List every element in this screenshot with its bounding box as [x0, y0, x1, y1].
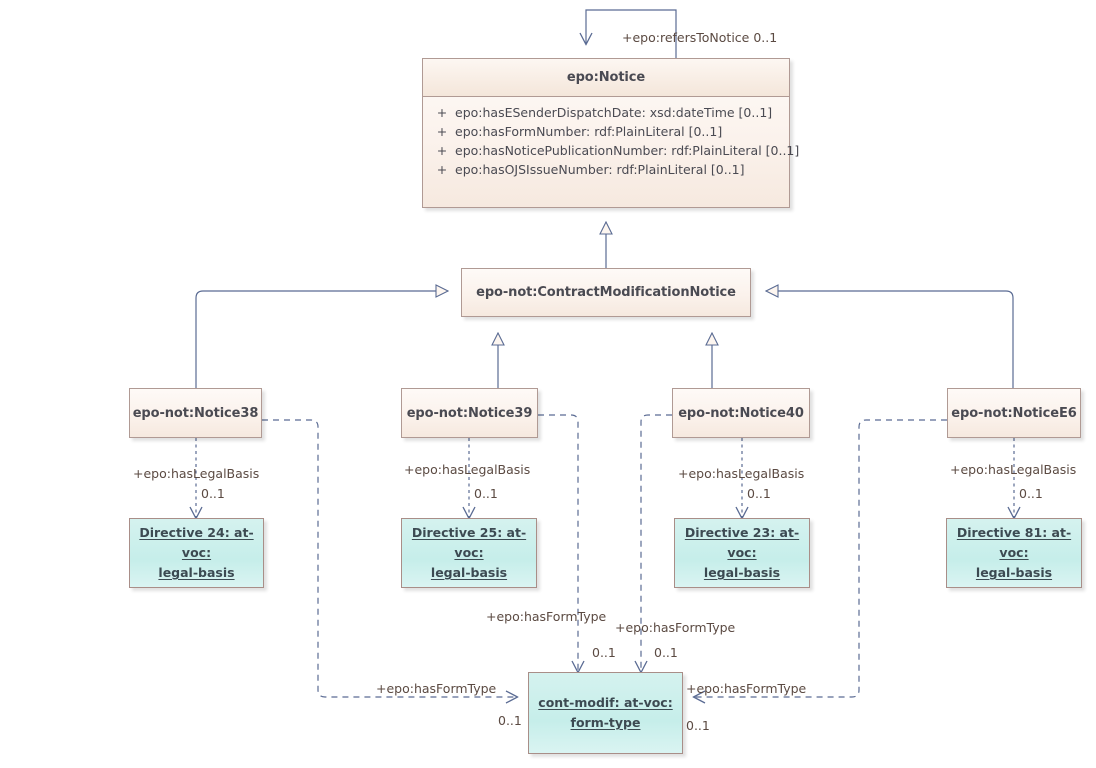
- vocabulary-line2: legal-basis: [703, 565, 781, 580]
- vocabulary-form-type-label: cont-modif: at-voc: form-type: [532, 693, 678, 733]
- attribute-row: + epo:hasESenderDispatchDate: xsd:dateTi…: [423, 103, 789, 122]
- edge-generalization-noticeE6: [766, 291, 1014, 388]
- vocabulary-line2: legal-basis: [158, 565, 235, 580]
- attribute-text: epo:hasFormNumber: rdf:PlainLiteral [0..…: [455, 124, 723, 139]
- vocabulary-line1: Directive 24: at-voc:: [139, 525, 254, 560]
- class-notice40[interactable]: epo-not:Notice40: [672, 388, 810, 438]
- multiplicity-legal-basis-E6: 0..1: [1019, 486, 1043, 501]
- vocabulary-form-type[interactable]: cont-modif: at-voc: form-type: [528, 672, 683, 754]
- attribute-text: epo:hasOJSIssueNumber: rdf:PlainLiteral …: [455, 162, 745, 177]
- vocabulary-line1: Directive 81: at-voc:: [956, 525, 1072, 560]
- attribute-row: + epo:hasFormNumber: rdf:PlainLiteral [0…: [423, 122, 789, 141]
- vocabulary-line1: cont-modif: at-voc:: [538, 695, 673, 710]
- class-contract-modification-notice[interactable]: epo-not:ContractModificationNotice: [461, 268, 751, 317]
- class-notice39-title: epo-not:Notice39: [406, 405, 533, 421]
- attribute-row: + epo:hasNoticePublicationNumber: rdf:Pl…: [423, 141, 800, 160]
- label-refers-to-notice: +epo:refersToNotice 0..1: [622, 30, 778, 45]
- class-noticeE6[interactable]: epo-not:NoticeE6: [947, 388, 1081, 438]
- attribute-visibility: +: [436, 105, 448, 120]
- attribute-visibility: +: [436, 143, 448, 158]
- label-form-type-40: +epo:hasFormType: [615, 620, 736, 635]
- vocabulary-line1: Directive 25: at-voc:: [411, 525, 527, 560]
- label-legal-basis-38: +epo:hasLegalBasis: [133, 466, 260, 481]
- label-form-type-38: +epo:hasFormType: [376, 681, 497, 696]
- vocabulary-directive81[interactable]: Directive 81: at-voc: legal-basis: [946, 518, 1082, 588]
- class-notice38[interactable]: epo-not:Notice38: [129, 388, 262, 438]
- vocabulary-directive23-label: Directive 23: at-voc: legal-basis: [675, 523, 809, 583]
- class-contract-modification-notice-title: epo-not:ContractModificationNotice: [476, 285, 736, 300]
- label-legal-basis-40: +epo:hasLegalBasis: [678, 466, 805, 481]
- label-form-type-39: +epo:hasFormType: [486, 609, 607, 624]
- class-notice39[interactable]: epo-not:Notice39: [401, 388, 538, 438]
- multiplicity-form-type-E6: 0..1: [686, 718, 710, 733]
- class-epo-notice-title: epo:Notice: [423, 59, 789, 97]
- multiplicity-form-type-38: 0..1: [498, 713, 522, 728]
- edge-form-type-39: [538, 414, 578, 672]
- attribute-visibility: +: [436, 162, 448, 177]
- class-notice38-title: epo-not:Notice38: [132, 405, 259, 421]
- multiplicity-legal-basis-40: 0..1: [747, 486, 771, 501]
- class-notice40-title: epo-not:Notice40: [678, 405, 804, 421]
- vocabulary-directive23[interactable]: Directive 23: at-voc: legal-basis: [674, 518, 810, 588]
- multiplicity-form-type-40: 0..1: [654, 645, 678, 660]
- vocabulary-directive25-label: Directive 25: at-voc: legal-basis: [402, 523, 536, 583]
- vocabulary-directive25[interactable]: Directive 25: at-voc: legal-basis: [401, 518, 537, 588]
- vocabulary-line2: legal-basis: [975, 565, 1053, 580]
- multiplicity-legal-basis-39: 0..1: [474, 486, 498, 501]
- label-legal-basis-E6: +epo:hasLegalBasis: [950, 462, 1077, 477]
- class-noticeE6-title: epo-not:NoticeE6: [951, 405, 1077, 421]
- label-legal-basis-39: +epo:hasLegalBasis: [404, 462, 531, 477]
- vocabulary-line1: Directive 23: at-voc:: [684, 525, 800, 560]
- attribute-text: epo:hasNoticePublicationNumber: rdf:Plai…: [455, 143, 800, 158]
- class-epo-notice-attributes: + epo:hasESenderDispatchDate: xsd:dateTi…: [423, 97, 800, 187]
- vocabulary-line2: legal-basis: [430, 565, 508, 580]
- edge-generalization-notice38: [195, 291, 448, 388]
- multiplicity-legal-basis-38: 0..1: [201, 486, 225, 501]
- attribute-text: epo:hasESenderDispatchDate: xsd:dateTime…: [455, 105, 773, 120]
- vocabulary-directive24[interactable]: Directive 24: at-voc: legal-basis: [129, 518, 264, 588]
- multiplicity-form-type-39: 0..1: [592, 645, 616, 660]
- attribute-visibility: +: [436, 124, 448, 139]
- vocabulary-directive81-label: Directive 81: at-voc: legal-basis: [947, 523, 1081, 583]
- label-form-type-E6: +epo:hasFormType: [686, 681, 807, 696]
- class-epo-notice[interactable]: epo:Notice + epo:hasESenderDispatchDate:…: [422, 58, 800, 208]
- attribute-row: + epo:hasOJSIssueNumber: rdf:PlainLitera…: [423, 160, 789, 179]
- vocabulary-directive24-label: Directive 24: at-voc: legal-basis: [130, 523, 263, 583]
- vocabulary-line2: form-type: [570, 715, 641, 730]
